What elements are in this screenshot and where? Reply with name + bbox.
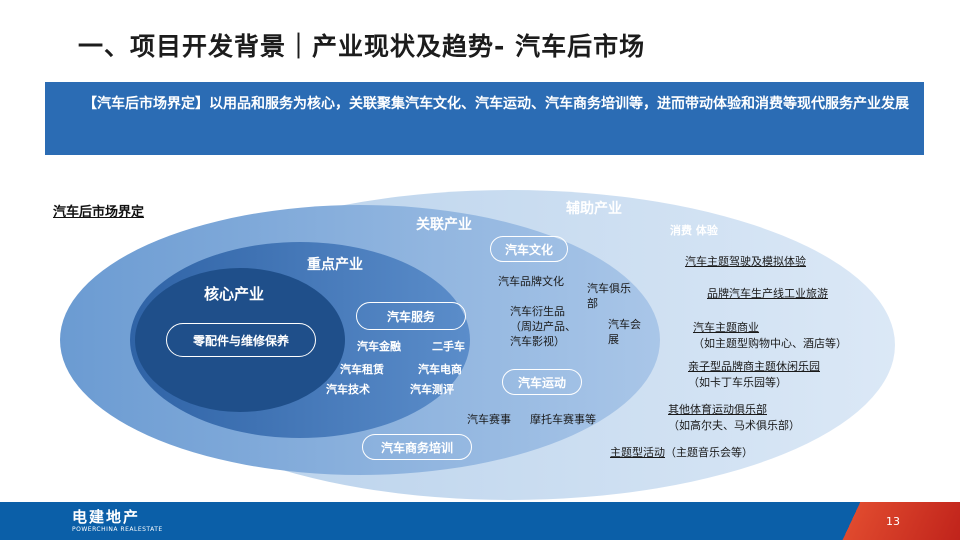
aux-subtitle: 消费 体验 bbox=[670, 224, 718, 237]
car-race-text: 汽车赛事 bbox=[467, 413, 511, 426]
rental-text: 汽车租赁 bbox=[340, 363, 384, 376]
ecommerce-text: 汽车电商 bbox=[418, 363, 462, 376]
aux-item-family-park: 亲子型品牌商主题休闲乐园 bbox=[688, 360, 820, 373]
car-service-pill: 汽车服务 bbox=[356, 302, 466, 330]
business-training-pill: 汽车商务培训 bbox=[362, 434, 472, 460]
tech-text: 汽车技术 bbox=[326, 383, 370, 396]
aux-item-driving: 汽车主题驾驶及模拟体验 bbox=[685, 255, 806, 268]
page-title: 一、项目开发背景｜产业现状及趋势- 汽车后市场 bbox=[78, 32, 646, 61]
used-car-text: 二手车 bbox=[432, 340, 465, 353]
car-sport-pill: 汽车运动 bbox=[502, 369, 582, 395]
aux-item-sports-club-sub: （如高尔夫、马术俱乐部） bbox=[668, 419, 800, 432]
footer-bar bbox=[0, 502, 960, 540]
key-industry-label: 重点产业 bbox=[307, 257, 363, 273]
car-club-text: 汽车俱乐部 bbox=[587, 282, 631, 310]
aux-item-theme-commerce-sub: （如主题型购物中心、酒店等） bbox=[693, 337, 847, 350]
core-industry-ellipse bbox=[135, 268, 345, 412]
footer-accent bbox=[810, 502, 960, 540]
aux-item-family-park-sub: （如卡丁车乐园等） bbox=[688, 376, 787, 389]
aux-item-factory-tour: 品牌汽车生产线工业旅游 bbox=[707, 287, 828, 300]
aux-item-theme-events-sub: （主题音乐会等） bbox=[665, 446, 753, 459]
brand-culture-text: 汽车品牌文化 bbox=[498, 275, 564, 288]
definition-banner: 【汽车后市场界定】以用品和服务为核心，关联聚集汽车文化、汽车运动、汽车商务培训等… bbox=[45, 82, 924, 155]
company-logo-subtitle: POWERCHINA REALESTATE bbox=[72, 526, 163, 533]
banner-text: 【汽车后市场界定】以用品和服务为核心，关联聚集汽车文化、汽车运动、汽车商务培训等… bbox=[83, 96, 909, 112]
aux-industry-label: 辅助产业 bbox=[566, 201, 622, 217]
related-industry-label: 关联产业 bbox=[416, 217, 472, 233]
aux-item-sports-club: 其他体育运动俱乐部 bbox=[668, 403, 767, 416]
company-logo: 电建地产 bbox=[72, 508, 141, 526]
page-number: 13 bbox=[886, 515, 900, 528]
derivatives-text: 汽车衍生品（周边产品、汽车影视） bbox=[510, 305, 576, 348]
aux-item-theme-commerce: 汽车主题商业 bbox=[693, 321, 759, 334]
moto-race-text: 摩托车赛事等 bbox=[530, 413, 596, 426]
car-show-text: 汽车会展 bbox=[608, 318, 641, 346]
core-industry-label: 核心产业 bbox=[204, 285, 265, 303]
aux-item-theme-events-main: 主题型活动 bbox=[610, 446, 665, 459]
diagram-label: 汽车后市场界定 bbox=[53, 205, 145, 220]
aux-item-theme-events: 主题型活动（主题音乐会等） bbox=[610, 445, 753, 460]
parts-maintenance-pill: 零配件与维修保养 bbox=[166, 323, 316, 357]
testing-text: 汽车测评 bbox=[410, 383, 454, 396]
car-culture-pill: 汽车文化 bbox=[490, 236, 568, 262]
finance-text: 汽车金融 bbox=[357, 340, 401, 353]
